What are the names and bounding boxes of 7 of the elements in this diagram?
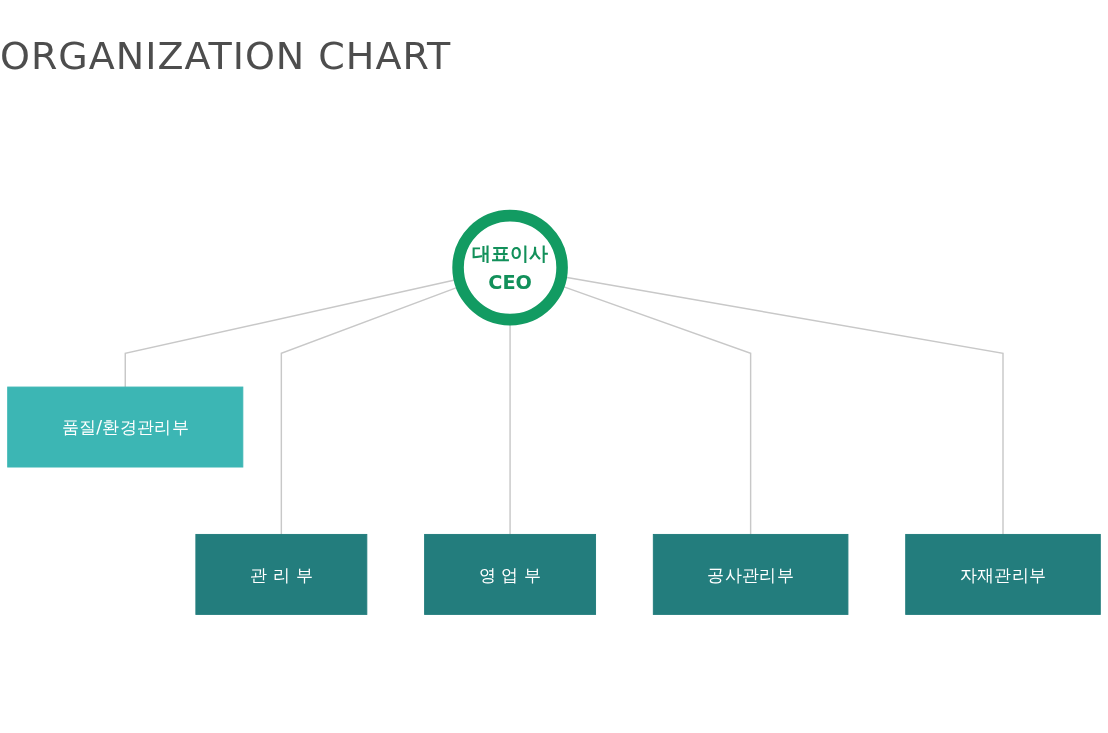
node-box: 자재관리부 — [905, 533, 1101, 615]
node-box: 영 업 부 — [424, 533, 596, 615]
node-circle: 대표이사 CEO — [452, 209, 568, 326]
node-box: 관 리 부 — [195, 533, 368, 615]
chart-title: ORGANIZATION CHART — [0, 34, 452, 78]
node-box: 공사관리부 — [652, 533, 849, 615]
node-box: 품질/환경관리부 — [7, 386, 244, 468]
